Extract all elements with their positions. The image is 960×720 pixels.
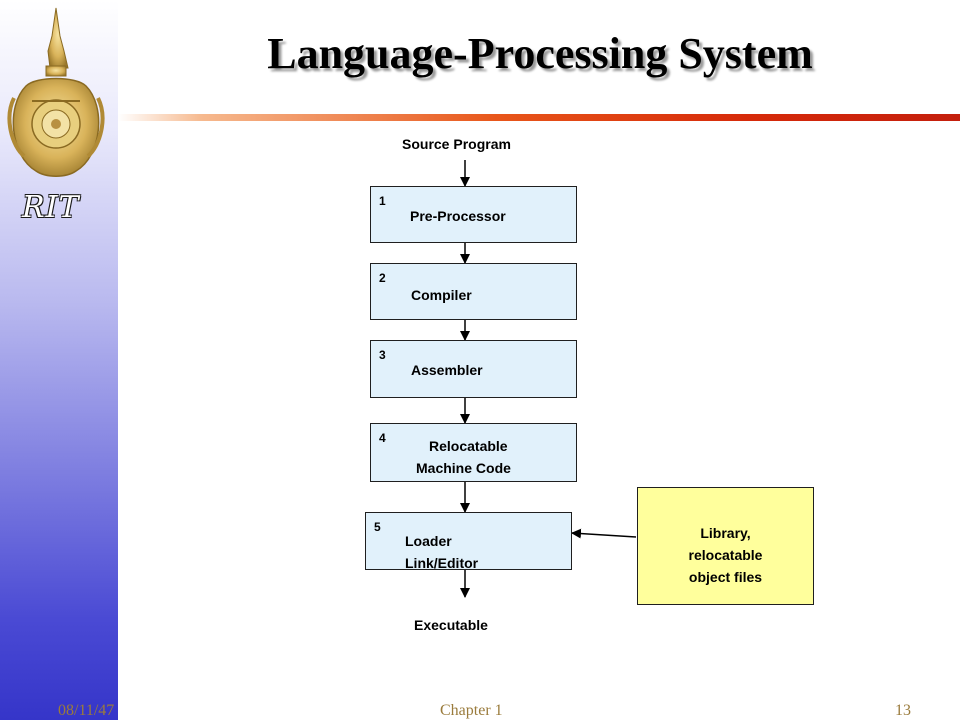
logo-text: RIT: [22, 190, 80, 225]
library-label-line3: object files: [688, 569, 763, 585]
footer-page-number: 13: [895, 702, 911, 719]
step-box-loader-link-editor: 5 Loader Link/Editor: [365, 512, 572, 571]
royal-emblem-icon: [7, 7, 105, 177]
footer-chapter: Chapter 1: [440, 702, 503, 719]
step-label-line2: Link/Editor: [405, 555, 479, 571]
title-divider: [118, 114, 960, 121]
library-label-line1: Library,: [700, 525, 751, 541]
library-label-line2: relocatable: [688, 547, 763, 563]
step-box-relocatable-machine-code: 4 Relocatable Machine Code: [370, 423, 577, 482]
sidebar: RIT: [0, 0, 118, 720]
step-number: 5: [374, 520, 381, 534]
step-label: Assembler: [411, 362, 483, 378]
step-box-preprocessor: 1 Pre-Processor: [370, 186, 577, 243]
step-number: 1: [379, 194, 386, 208]
library-box: Library, relocatable object files: [637, 487, 814, 605]
step-number: 3: [379, 348, 386, 362]
step-number: 4: [379, 431, 386, 445]
step-label-line1: Relocatable: [429, 438, 508, 454]
step-label: Compiler: [411, 287, 472, 303]
slide-title: Language-Processing System: [267, 29, 813, 78]
arrow-library-to-step5: [571, 528, 637, 539]
executable-label: Executable: [414, 617, 488, 633]
step-label: Pre-Processor: [410, 208, 506, 224]
source-program-label: Source Program: [402, 136, 511, 152]
footer-date: 08/11/47: [58, 702, 115, 719]
step-box-assembler: 3 Assembler: [370, 340, 577, 398]
step-number: 2: [379, 271, 386, 285]
step-label-line2: Machine Code: [416, 460, 511, 476]
step-box-compiler: 2 Compiler: [370, 263, 577, 320]
step-label-line1: Loader: [405, 533, 452, 549]
